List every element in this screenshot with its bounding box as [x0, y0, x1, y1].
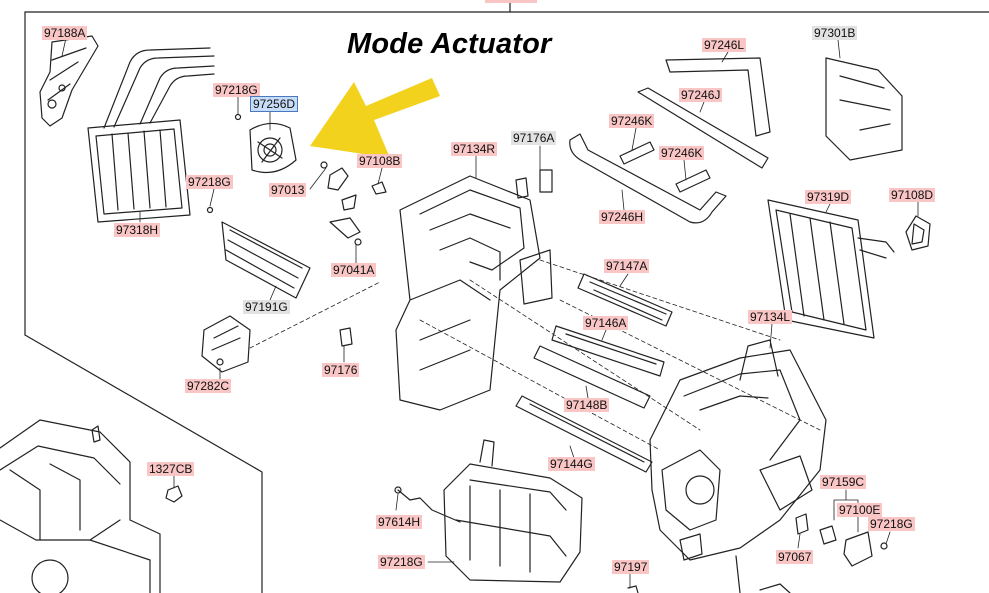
part-label-97218G[interactable]: 97218G	[213, 83, 260, 97]
label-leaders	[61, 37, 919, 589]
small-fasteners	[206, 113, 387, 347]
arrow-shape	[310, 78, 440, 158]
lower-left-unit	[0, 419, 161, 593]
part-label-97318H[interactable]: 97318H	[114, 223, 161, 237]
part-label-97134R[interactable]: 97134R	[451, 142, 498, 156]
part-label-97176A[interactable]: 97176A	[511, 131, 557, 145]
housing-97134R	[395, 169, 553, 411]
part-label-97146A[interactable]: 97146A	[583, 316, 629, 330]
diagram-title: Mode Actuator	[347, 28, 552, 60]
filter-97191G	[221, 221, 311, 299]
part-label-97159C[interactable]: 97159C	[820, 475, 867, 489]
part-label-97148B[interactable]: 97148B	[564, 398, 610, 412]
frame-lines	[24, 0, 989, 593]
part-label-97067[interactable]: 97067	[776, 550, 814, 564]
part-label-97246J[interactable]: 97246J	[679, 88, 723, 102]
heater-core-97318H	[87, 47, 215, 223]
part-label-97256D[interactable]: 97256D	[249, 96, 299, 112]
nut-1327CB	[165, 485, 183, 503]
evaporator-97319D	[767, 199, 895, 339]
part-label-97041A[interactable]: 97041A	[331, 263, 377, 277]
panel-97301B	[825, 57, 903, 161]
actuator-97282C	[201, 315, 251, 373]
mode-actuator-97256D	[249, 122, 297, 173]
part-label-1327CB[interactable]: 1327CB	[147, 462, 195, 476]
leader-lines	[249, 259, 821, 451]
part-label-97108D[interactable]: 97108D	[889, 188, 936, 202]
bracket-97188A	[39, 35, 99, 127]
part-label-97218G[interactable]: 97218G	[868, 517, 915, 531]
part-label-97246K[interactable]: 97246K	[609, 114, 655, 128]
part-label-97134L[interactable]: 97134L	[748, 310, 793, 324]
part-label-97218G[interactable]: 97218G	[378, 555, 425, 569]
part-label-97301B[interactable]: 97301B	[812, 26, 858, 40]
part-label-97218G[interactable]: 97218G	[186, 175, 233, 189]
part-label-97614H[interactable]: 97614H	[376, 515, 423, 529]
small-parts-right	[627, 513, 888, 593]
sensor-wire-97614H	[394, 486, 461, 523]
part-label-97246H[interactable]: 97246H	[599, 210, 646, 224]
part-label-97188A[interactable]: 97188A	[42, 26, 88, 40]
housing-97134L	[649, 339, 827, 593]
part-label-97191G[interactable]: 97191G	[243, 300, 290, 314]
part-label-97013[interactable]: 97013	[269, 183, 307, 197]
part-label-97246L[interactable]: 97246L	[702, 38, 747, 52]
part-label-97176[interactable]: 97176	[322, 363, 360, 377]
part-label-97144G[interactable]: 97144G	[548, 457, 595, 471]
part-label-97108B[interactable]: 97108B	[357, 154, 403, 168]
door-shafts	[515, 273, 673, 473]
highlight-arrow	[310, 78, 440, 158]
grommet-97108D	[905, 215, 931, 251]
seal-bars-97246	[569, 57, 771, 224]
part-label-97197[interactable]: 97197	[612, 560, 650, 574]
part-label-97147A[interactable]: 97147A	[604, 259, 650, 273]
part-label-97100E[interactable]: 97100E	[837, 503, 883, 517]
part-label-97246K[interactable]: 97246K	[659, 146, 705, 160]
part-label-97282C[interactable]: 97282C	[185, 379, 232, 393]
lower-tray	[443, 439, 583, 583]
part-label-97319D[interactable]: 97319D	[805, 190, 852, 204]
top-label-stub	[485, 0, 537, 3]
